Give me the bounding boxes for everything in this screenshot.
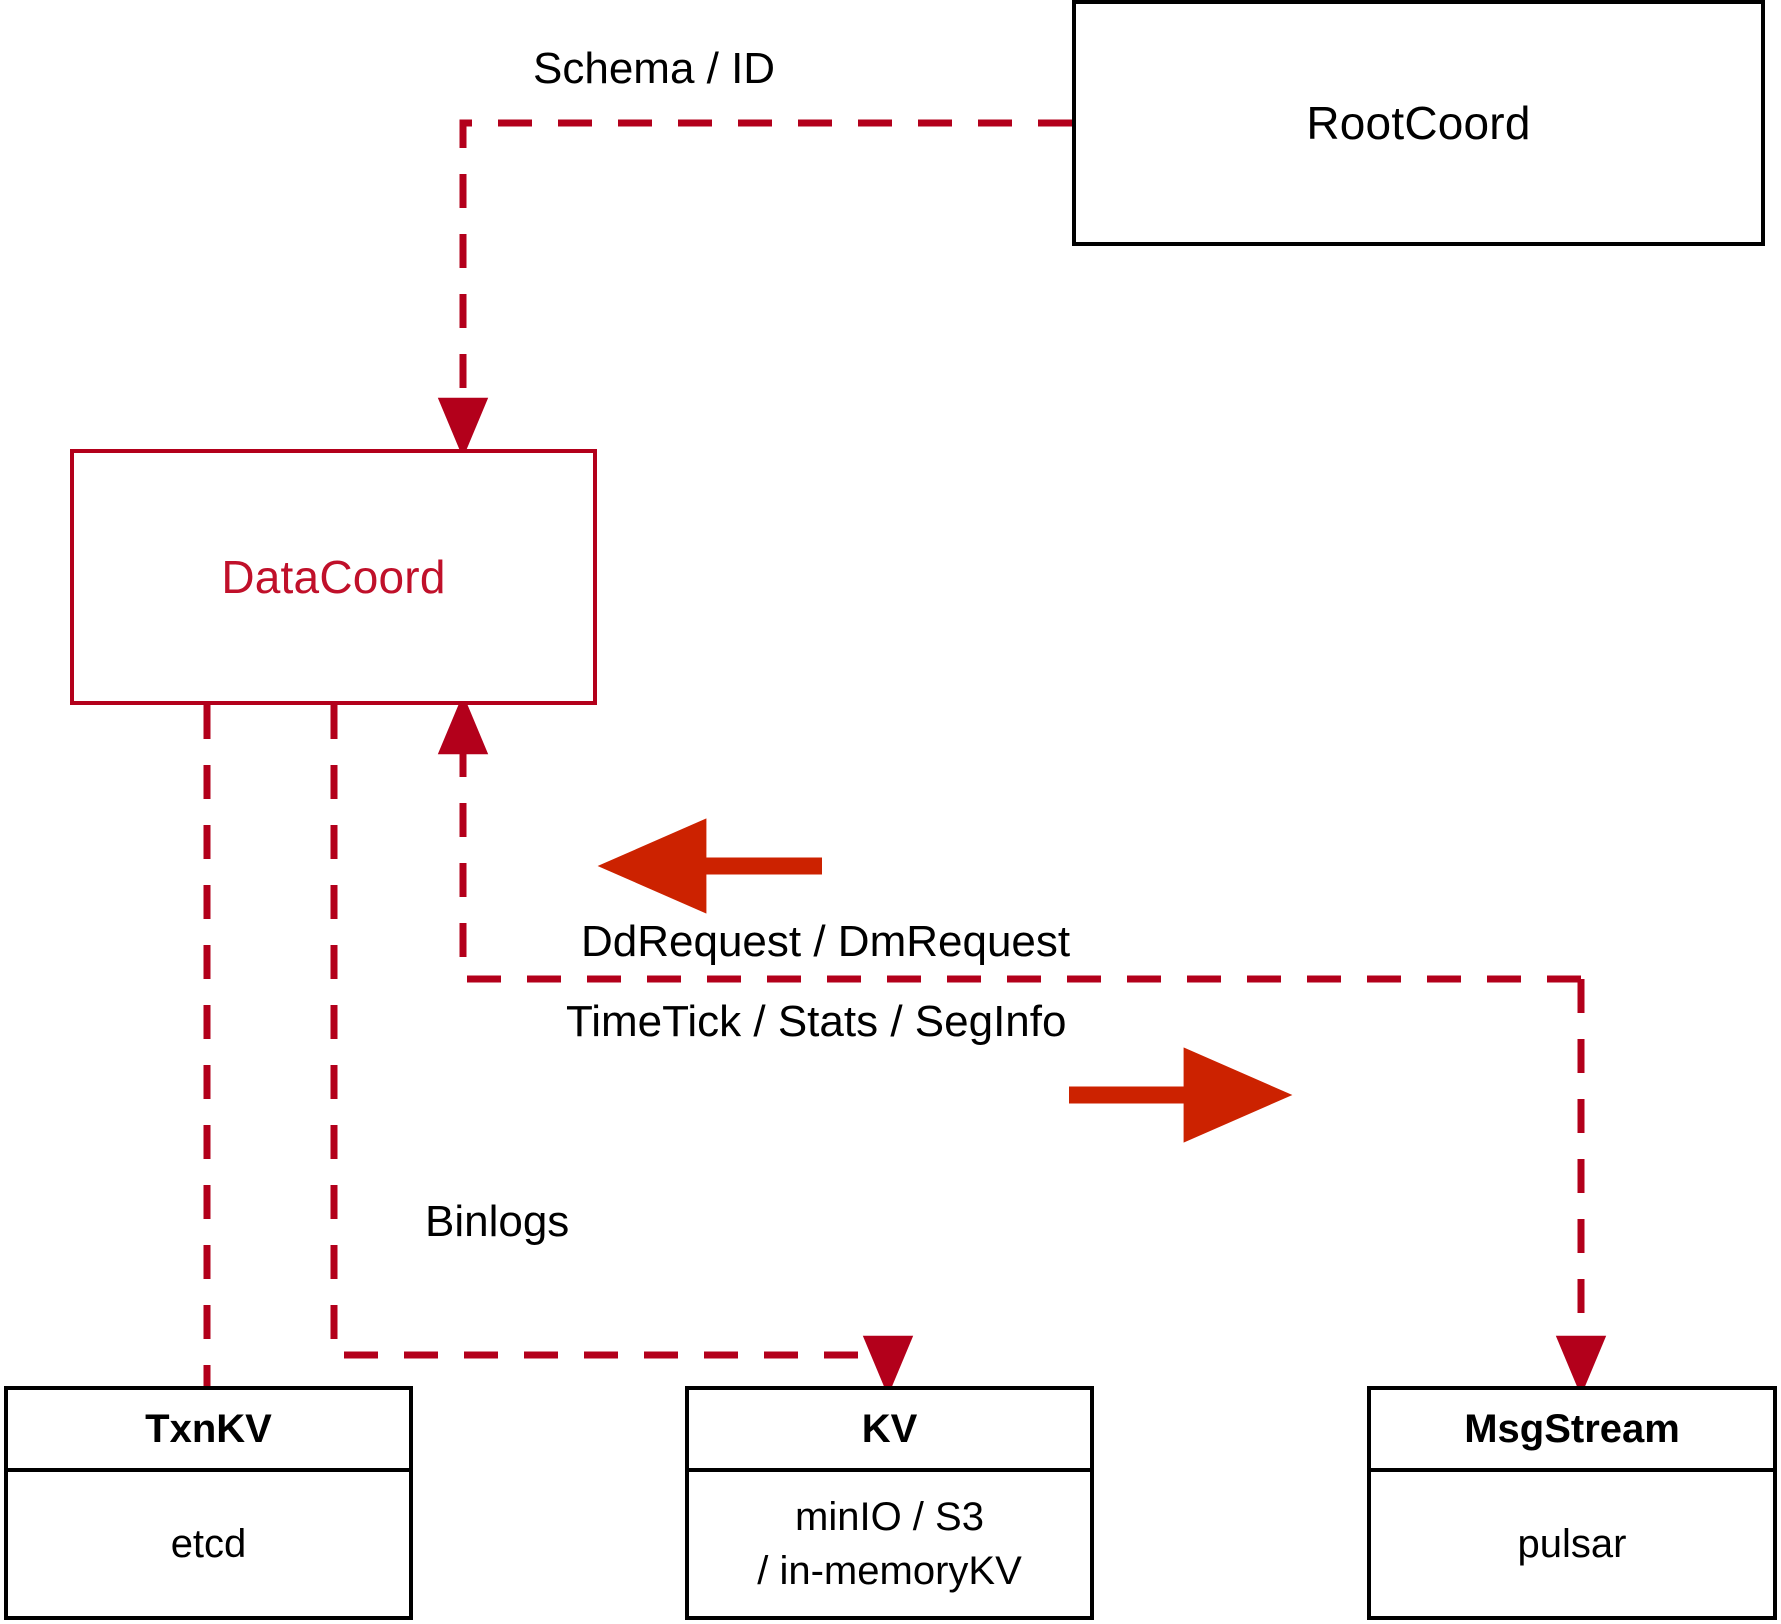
edge-label-schema-id: Schema / ID [533,44,776,93]
connector-schema-id [437,119,1072,459]
node-kv-header: KV [689,1390,1090,1472]
node-txnkv-body: etcd [8,1472,409,1616]
node-msgstream-body: pulsar [1371,1472,1773,1616]
node-txnkv-line-1: etcd [170,1522,247,1566]
node-txnkv-header: TxnKV [8,1390,409,1472]
node-rootcoord-label: RootCoord [1306,96,1531,149]
node-datacoord-label: DataCoord [221,550,446,603]
edge-label-ddrequest-dmrequest: DdRequest / DmRequest [581,917,1071,966]
edge-label-timetick-stats-seginfo: TimeTick / Stats / SegInfo [566,997,1067,1046]
node-kv-body: minIO / S3 / in-memoryKV [689,1472,1090,1616]
node-kv-line-2: / in-memoryKV [757,1549,1022,1593]
connector-ddrequest-dmrequest [437,693,1581,983]
node-msgstream-line-1: pulsar [1517,1522,1627,1566]
node-kv[interactable]: KV minIO / S3 / in-memoryKV [685,1386,1094,1620]
edge-label-binlogs: Binlogs [425,1197,570,1246]
node-txnkv[interactable]: TxnKV etcd [4,1386,413,1620]
node-datacoord[interactable]: DataCoord [70,449,597,705]
node-msgstream[interactable]: MsgStream pulsar [1367,1386,1777,1620]
node-msgstream-header: MsgStream [1371,1390,1773,1472]
connector-binlogs [330,705,914,1397]
node-kv-line-1: minIO / S3 [795,1495,984,1539]
node-rootcoord[interactable]: RootCoord [1072,0,1765,246]
